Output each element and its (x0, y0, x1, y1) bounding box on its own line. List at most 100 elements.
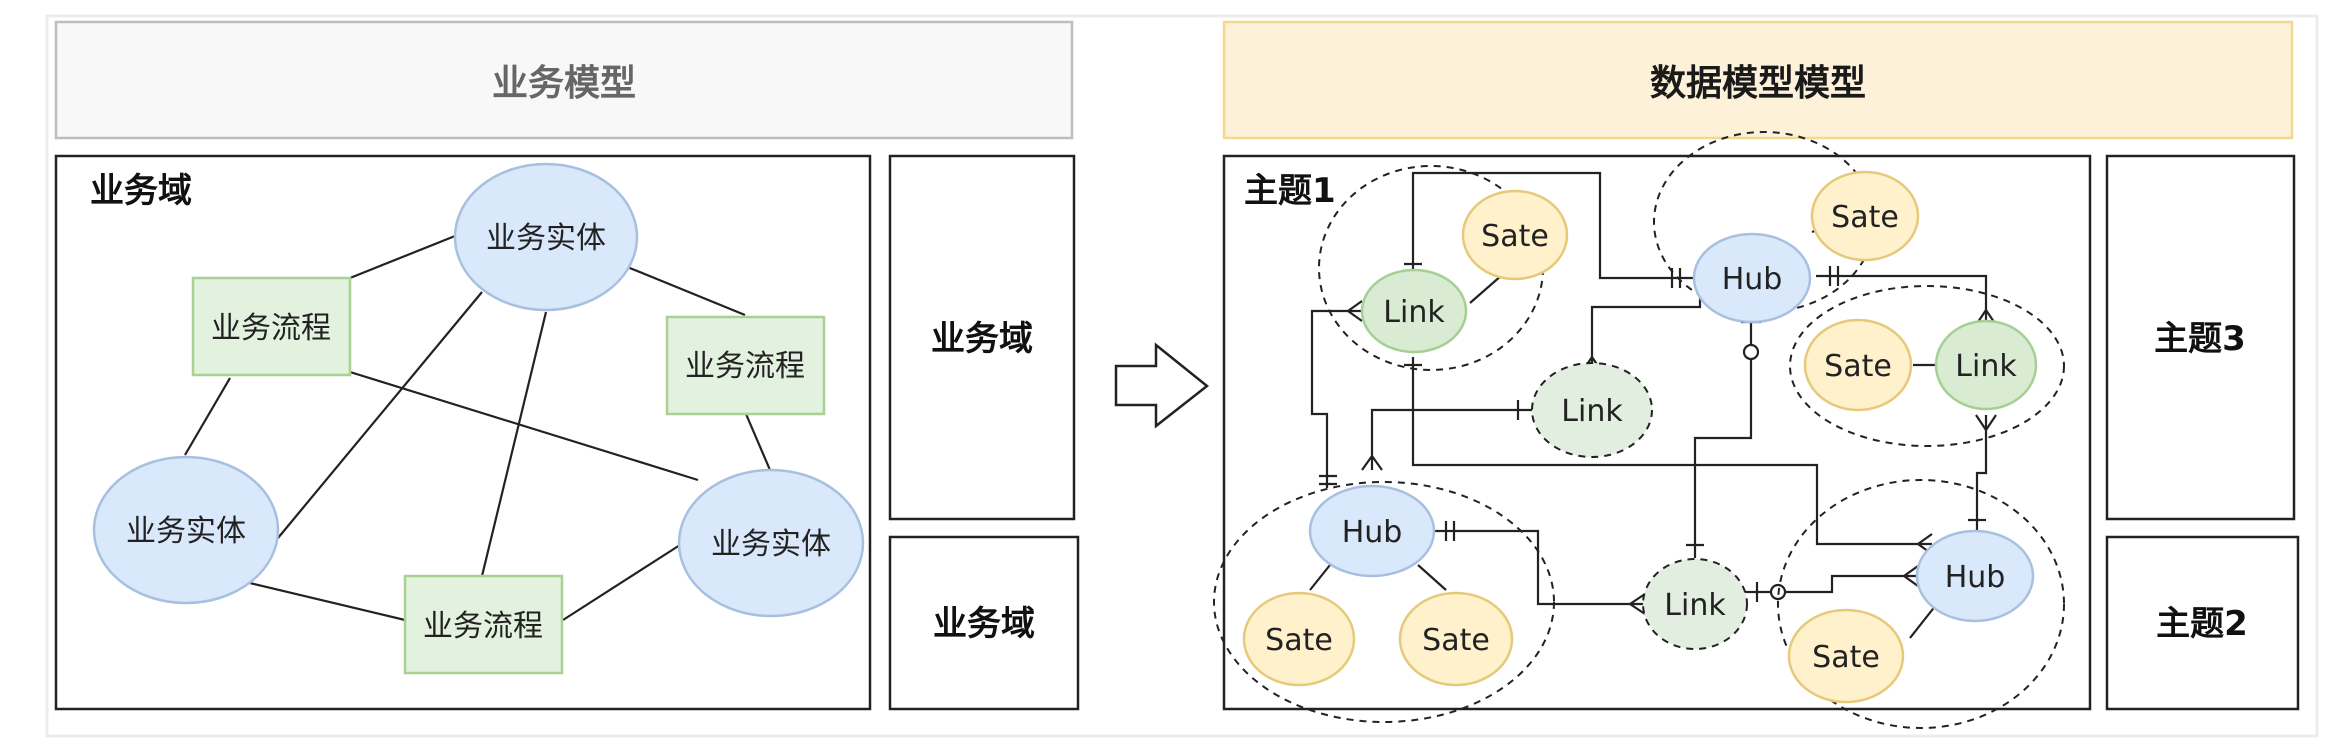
link-label: Link (1383, 295, 1445, 330)
grouping-outline (1213, 481, 1555, 723)
connector (1909, 604, 1937, 639)
business-process-label: 业务流程 (211, 311, 331, 346)
side-topic-box (2105, 154, 2296, 521)
hub-node: Hub (1308, 484, 1436, 578)
business-domain-label: 业务域 (90, 171, 192, 211)
header-data-model-box (1222, 20, 2294, 140)
connector (619, 262, 746, 317)
connector (744, 413, 772, 471)
link-shape (1934, 319, 2038, 411)
sate-label: Sate (1812, 640, 1880, 675)
side-topic-label: 主题2 (2156, 604, 2248, 644)
business-process: 业务流程 (191, 276, 352, 377)
connector (562, 544, 681, 621)
link-label: Link (1955, 349, 2017, 384)
connector (349, 370, 699, 482)
side-business-domain-label: 业务域 (931, 319, 1033, 359)
business-entity: 业务实体 (453, 162, 639, 312)
sate-node: Sate (1398, 591, 1514, 687)
hub-node: Hub (1915, 529, 2035, 623)
connector (1590, 298, 1702, 372)
sate-shape (1461, 189, 1569, 281)
connector (277, 291, 483, 539)
sate-label: Sate (1481, 219, 1549, 254)
business-entity-shape (453, 162, 639, 312)
grouping-outline (1777, 479, 2065, 729)
sate-shape (1242, 591, 1356, 687)
header-business-model-box (54, 20, 1074, 140)
link-shape (1360, 268, 1468, 354)
side-business-domain: 业务域 (888, 154, 1076, 521)
connector (1411, 171, 1700, 280)
business-entity-shape (677, 468, 865, 618)
link-node: Link (1934, 319, 2038, 411)
crow-foot-mark (1975, 308, 1997, 326)
business-entity-label: 业务实体 (126, 514, 246, 549)
connector (1370, 408, 1532, 470)
side-topic-label: 主题3 (2154, 319, 2246, 359)
sate-label: Sate (1824, 349, 1892, 384)
zero-mark (1742, 343, 1760, 361)
business-entity-label: 业务实体 (711, 527, 831, 562)
header-data-model-title: 数据模型模型 (1650, 63, 1866, 104)
business-process-shape (665, 315, 826, 416)
business-process: 业务流程 (403, 574, 564, 675)
business-connectors (184, 234, 772, 622)
sate-node: Sate (1461, 189, 1569, 281)
side-topic-box (2105, 535, 2300, 711)
sate-label: Sate (1831, 200, 1899, 235)
link-label: Link (1664, 588, 1726, 623)
connector (1411, 357, 1932, 546)
sate-shape (1398, 591, 1514, 687)
side-topic: 主题2 (2105, 535, 2300, 711)
outer-frame (45, 14, 2319, 738)
business-process: 业务流程 (665, 315, 826, 416)
link-node-dashed: Link (1642, 558, 1748, 650)
crow-foot-mark (1628, 593, 1646, 615)
link-shape (1642, 558, 1748, 650)
connector (1745, 574, 1918, 594)
side-business-domain: 业务域 (888, 535, 1080, 711)
sate-shape (1803, 318, 1913, 412)
header-business-model: 业务模型 (54, 20, 1074, 140)
connector (349, 234, 456, 280)
crow-foot-mark (1346, 300, 1363, 322)
hub-label: Hub (1722, 262, 1783, 297)
header-data-model: 数据模型模型 (1222, 20, 2294, 140)
sate-label: Sate (1422, 623, 1490, 658)
crow-foot-mark (1975, 414, 1997, 432)
side-topic: 主题3 (2105, 154, 2296, 521)
business-entity: 业务实体 (677, 468, 865, 618)
business-entity: 业务实体 (92, 455, 280, 605)
business-entity-shape (92, 455, 280, 605)
header-business-model-title: 业务模型 (492, 63, 636, 104)
sate-label: Sate (1265, 623, 1333, 658)
side-business-domain-box (888, 535, 1080, 711)
hub-shape (1692, 232, 1812, 324)
connector (1975, 415, 1988, 530)
side-business-domain-box (888, 154, 1076, 521)
hub-node: Hub (1692, 232, 1812, 324)
connector (1693, 317, 1753, 558)
sate-node: Sate (1242, 591, 1356, 687)
connector (1417, 564, 1447, 591)
link-node: Link (1360, 268, 1468, 354)
business-process-shape (403, 574, 564, 675)
business-entity-label: 业务实体 (486, 221, 606, 256)
crow-foot-mark (1361, 454, 1383, 471)
sate-shape (1787, 608, 1905, 704)
data-model-connectors (1309, 171, 1988, 639)
transform-arrow-icon (1114, 342, 1210, 429)
connector (1432, 529, 1645, 606)
business-process-label: 业务流程 (423, 609, 543, 644)
grouping-outline (1789, 285, 2065, 447)
crow-foot-mark (1902, 565, 1919, 587)
sate-node: Sate (1787, 608, 1905, 704)
business-process-shape (191, 276, 352, 377)
sate-node: Sate (1803, 318, 1913, 412)
connector (184, 377, 231, 456)
connector (480, 311, 548, 577)
hub-shape (1308, 484, 1436, 578)
business-domain-panel: 业务域 业务实体 业务实体 业务实体 业务流 (54, 154, 872, 711)
